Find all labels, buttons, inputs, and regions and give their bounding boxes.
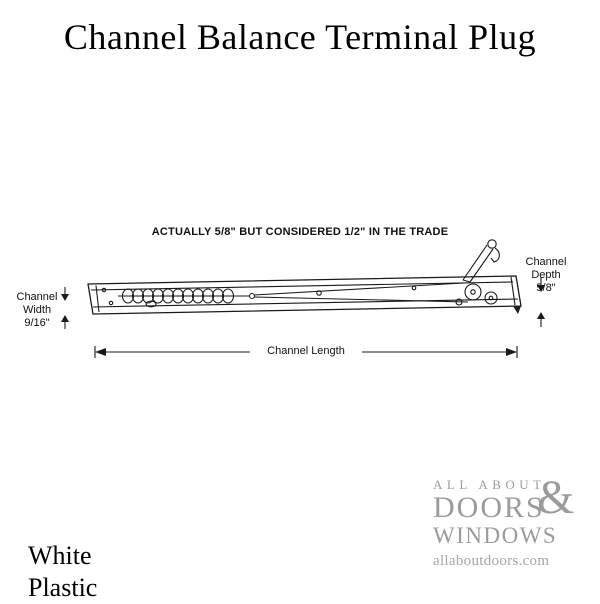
- product-attributes: White Plastic: [28, 540, 97, 604]
- channel-length-label: Channel Length: [250, 345, 362, 358]
- channel-depth-line1: Channel: [525, 256, 567, 268]
- length-dimension-arrows: [94, 346, 518, 358]
- logo-ampersand: &: [537, 471, 575, 524]
- logo-tagline: ALL ABOUT: [433, 477, 546, 492]
- channel-depth-value: 5/8": [536, 282, 556, 294]
- cords: [253, 282, 469, 303]
- channel-depth-line2: Depth: [531, 269, 561, 281]
- logo-word-windows: WINDOWS: [433, 523, 558, 548]
- logo-word-doors: DOORS: [433, 491, 545, 524]
- trade-size-note: ACTUALLY 5/8" BUT CONSIDERED 1/2" IN THE…: [151, 226, 449, 238]
- product-color: White: [28, 541, 92, 570]
- product-material: Plastic: [28, 573, 98, 602]
- spring: [118, 288, 256, 304]
- page-title: Channel Balance Terminal Plug: [63, 17, 537, 57]
- channel-width-value: 9/16": [24, 317, 50, 329]
- store-logo: ALL ABOUT DOORS WINDOWS & allaboutdoors.…: [433, 473, 583, 570]
- width-dimension-arrows: [61, 287, 69, 329]
- channel-depth-label: Channel Depth 5/8": [517, 256, 575, 295]
- channel-width-line1: Channel: [16, 291, 58, 303]
- channel-balance-drawing: [61, 239, 545, 358]
- terminal-hook: [462, 239, 500, 283]
- channel-width-line2: Width: [22, 304, 52, 316]
- logo-website: allaboutdoors.com: [433, 553, 550, 569]
- depth-dimension-arrows: [537, 277, 545, 327]
- pulleys: [455, 283, 498, 306]
- channel-width-label: Channel Width 9/16": [6, 291, 68, 330]
